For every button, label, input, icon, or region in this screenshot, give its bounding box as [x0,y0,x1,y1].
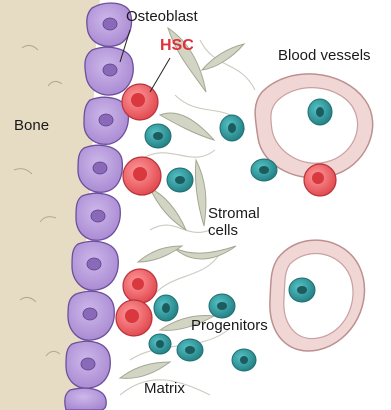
progenitor-cell [154,295,178,321]
progenitor-cell [220,115,244,141]
progenitor-cell [149,334,171,354]
stromal-cells-label: Stromal cells [208,206,260,240]
progenitor-cell [177,339,203,361]
progenitor-cell [145,124,171,148]
blood-vessels-label: Blood vessels [278,48,371,65]
hsc-cell [123,157,161,195]
progenitor-cell [167,168,193,192]
stromal-label-line-2: cells [208,223,260,240]
progenitor-cell [251,159,277,181]
hsc-label: HSC [160,37,194,55]
hsc-cell [304,164,336,196]
matrix-label: Matrix [144,381,185,398]
osteoblast-cell [65,388,106,410]
progenitor-cell [232,349,256,371]
progenitor-cell [209,294,235,318]
osteoblast-label: Osteoblast [126,9,198,26]
blood-vessel-lower [270,240,365,351]
progenitors-label: Progenitors [191,318,268,335]
bone-label: Bone [14,118,49,135]
hsc-cell [123,269,157,303]
stromal-label-line-1: Stromal [208,206,260,223]
hsc-cell [116,300,152,336]
hsc-leader-line [150,58,170,92]
hsc-cell [122,84,158,120]
